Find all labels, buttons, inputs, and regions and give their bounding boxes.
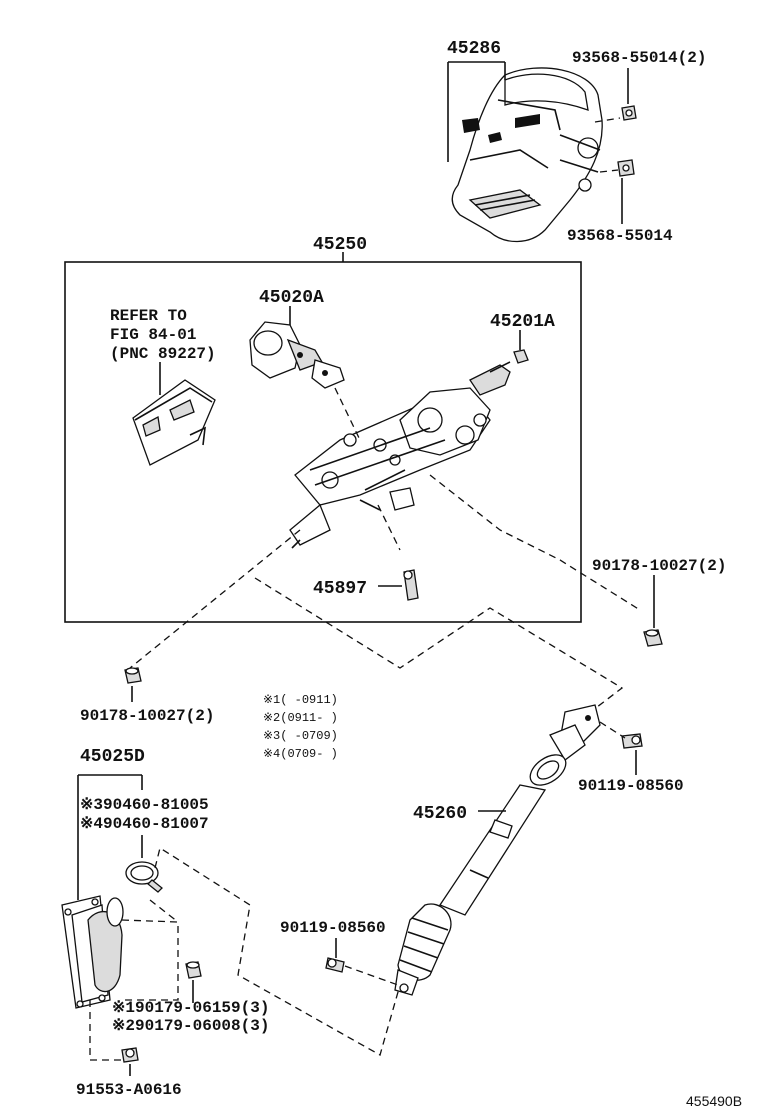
column-assembly-frame — [64, 261, 582, 623]
refer-to-line1: REFER TO — [110, 307, 187, 325]
callout-45020A: 45020A — [259, 288, 324, 308]
callout-90178-10027-right: 90178-10027(2) — [592, 557, 726, 575]
callout-90179-06159: ※190179-06159(3) — [112, 999, 269, 1017]
callout-45025D: 45025D — [80, 747, 145, 767]
bolt-icon — [621, 733, 643, 749]
nut-icon — [185, 961, 202, 979]
callout-45260: 45260 — [413, 804, 467, 824]
steering-column-icon — [289, 361, 511, 549]
callout-45897: 45897 — [313, 579, 367, 599]
ignition-lock-icon — [249, 321, 345, 389]
callout-91553-A0616: 91553-A0616 — [76, 1081, 182, 1099]
intermediate-shaft-icon — [394, 704, 601, 996]
refer-to-line2: FIG 84-01 — [110, 326, 196, 344]
note-2: ※2(0911- ) — [263, 711, 338, 725]
callout-93568-55014-qty2: 93568-55014(2) — [572, 49, 706, 67]
screw-icon — [617, 159, 635, 177]
key-cylinder-cap-icon — [513, 349, 529, 364]
dust-cover-plate-icon — [61, 895, 124, 1009]
note-3: ※3( -0709) — [263, 729, 338, 743]
callout-90179-06008: ※290179-06008(3) — [112, 1017, 269, 1035]
diagram-id: 455490B — [686, 1093, 742, 1109]
hose-clamp-icon — [125, 861, 163, 893]
bolt-icon — [325, 957, 345, 973]
column-cover-assembly — [447, 61, 637, 243]
callout-90119-08560-right: 90119-08560 — [578, 777, 684, 795]
callout-45201A: 45201A — [490, 312, 555, 332]
nut-icon — [643, 629, 663, 647]
note-1: ※1( -0911) — [263, 693, 338, 707]
callout-45286: 45286 — [447, 39, 501, 59]
callout-45250: 45250 — [313, 235, 367, 255]
bolt-icon — [403, 569, 419, 601]
screw-icon — [621, 105, 637, 121]
note-4: ※4(0709- ) — [263, 747, 338, 761]
bolt-icon — [121, 1047, 139, 1063]
callout-90178-10027-left: 90178-10027(2) — [80, 707, 214, 725]
refer-to-line3: (PNC 89227) — [110, 345, 216, 363]
callout-90460-81007: ※490460-81007 — [80, 815, 209, 833]
callout-90119-08560-left: 90119-08560 — [280, 919, 386, 937]
nut-icon — [124, 667, 142, 684]
ecu-module-icon — [132, 379, 216, 466]
callout-90460-81005: ※390460-81005 — [80, 796, 209, 814]
callout-93568-55014: 93568-55014 — [567, 227, 673, 245]
